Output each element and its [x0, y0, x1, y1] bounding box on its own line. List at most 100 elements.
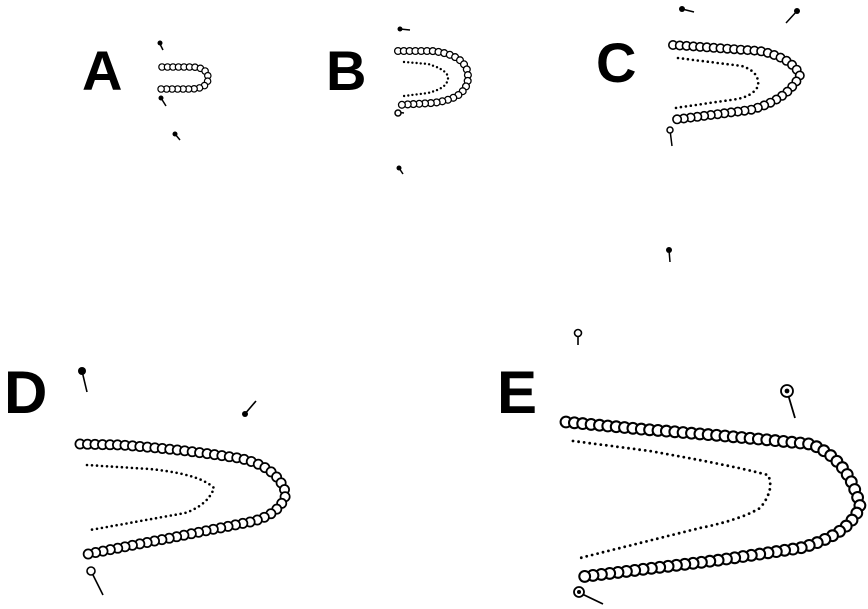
trail-dot: [604, 443, 608, 447]
trail-dot: [676, 454, 680, 458]
trail-dot: [768, 488, 772, 491]
trail-dot: [435, 88, 439, 92]
trail-dot: [419, 62, 422, 65]
trail-dot: [85, 463, 89, 467]
trail-dot: [632, 447, 636, 451]
trail-dot: [120, 465, 124, 469]
bead: [82, 548, 94, 560]
panel-b: B: [326, 26, 472, 175]
trail-dot: [201, 502, 205, 505]
trail-dot: [585, 554, 589, 558]
pin-icon: [158, 95, 167, 107]
trail-dot: [411, 93, 414, 97]
panel-d: D: [4, 359, 291, 596]
trail-dot: [130, 466, 134, 470]
trail-dot: [696, 59, 700, 62]
trail-dot: [724, 99, 727, 102]
pin-icon: [78, 367, 88, 393]
pins-c: [666, 6, 800, 263]
trail-dot: [650, 538, 654, 542]
pin-icon: [394, 109, 405, 117]
inner-dot-trail-e: [571, 439, 772, 560]
trail-dot: [681, 57, 685, 60]
trail-dot: [742, 514, 746, 518]
trail-dot: [701, 59, 705, 63]
trail-dot: [402, 94, 406, 98]
outer-bead-chain-d: [74, 438, 291, 560]
trail-dot: [145, 467, 149, 471]
trail-dot: [90, 528, 94, 531]
bead: [578, 569, 592, 583]
trail-dot: [743, 95, 747, 99]
trail-dot: [169, 514, 173, 517]
trail-dot: [721, 521, 724, 525]
trail-dot: [621, 446, 625, 449]
trail-dot: [582, 441, 586, 444]
trail-dot: [588, 441, 592, 445]
trail-dot: [165, 469, 168, 473]
trail-dot: [105, 525, 109, 529]
trail-dot: [160, 469, 164, 472]
trail-dot: [431, 90, 435, 93]
trail-dot: [753, 72, 757, 76]
trail-dot: [704, 459, 708, 463]
trail-dot: [140, 519, 143, 523]
panel-label-c: C: [596, 31, 636, 94]
trail-dot: [184, 511, 187, 515]
panel-label-b: B: [326, 39, 366, 102]
trail-dot: [736, 64, 739, 67]
trail-dot: [115, 465, 119, 469]
trail-dot: [643, 449, 647, 452]
trail-dot: [655, 537, 659, 541]
trail-dot: [194, 476, 198, 480]
panel-label-a: A: [82, 39, 122, 102]
trail-dot: [623, 545, 627, 549]
trail-dot: [445, 73, 449, 76]
trail-dot: [203, 480, 207, 484]
trail-dot: [666, 534, 670, 538]
trail-dot: [709, 461, 713, 464]
pin-icon: [86, 566, 104, 596]
trail-dot: [709, 101, 712, 105]
trail-dot: [764, 473, 768, 476]
trail-dot: [571, 439, 575, 443]
trail-dot: [431, 64, 435, 67]
trail-dot: [150, 467, 154, 471]
inner-dot-trail-d: [85, 463, 215, 531]
trail-dot: [704, 102, 707, 105]
trail-dot: [726, 464, 730, 468]
trail-dot: [674, 106, 678, 110]
trail-dot: [593, 442, 597, 446]
trail-dot: [764, 498, 768, 502]
trail-dot: [135, 466, 139, 470]
trail-dot: [423, 92, 427, 95]
trail-dot: [672, 533, 675, 536]
panel-label-e: E: [497, 359, 537, 426]
trail-dot: [100, 526, 104, 530]
trail-dot: [579, 556, 583, 560]
trail-dot: [110, 465, 114, 468]
trail-dot: [95, 527, 99, 531]
panel-e: E: [497, 328, 867, 605]
pin-icon: [157, 40, 164, 51]
trail-dot: [189, 475, 193, 478]
trail-dot: [698, 458, 702, 462]
panel-c: C: [596, 6, 805, 263]
pin-icon: [397, 26, 411, 32]
trail-dot: [747, 512, 751, 515]
trail-dot: [415, 93, 418, 96]
pin-icon: [666, 126, 674, 147]
trail-dot: [768, 482, 772, 486]
trail-dot: [756, 77, 759, 80]
trail-dot: [689, 104, 693, 107]
trail-dot: [737, 466, 741, 470]
trail-dot: [149, 517, 153, 521]
pins-d: [78, 367, 257, 596]
trail-dot: [741, 64, 744, 68]
bead: [397, 100, 406, 109]
trail-dot: [135, 520, 138, 523]
trail-dot: [208, 494, 212, 498]
trail-dot: [607, 549, 610, 553]
trail-dot: [616, 445, 619, 449]
outer-bead-chain-c: [667, 39, 805, 125]
